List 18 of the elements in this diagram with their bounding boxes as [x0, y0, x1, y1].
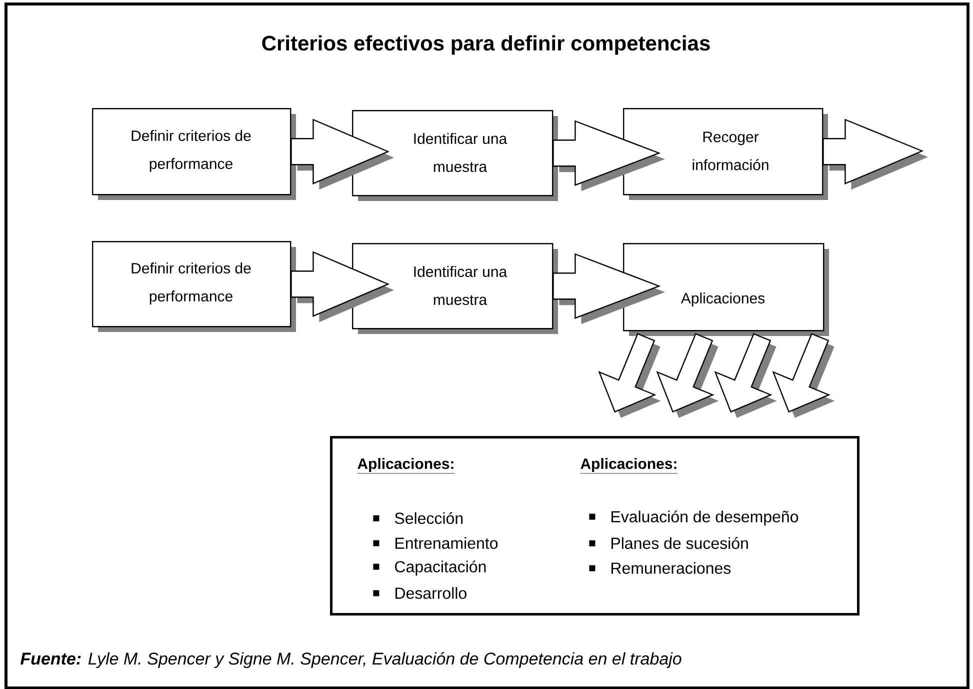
process-box: Identificar una muestra [352, 243, 558, 334]
block-arrow [552, 253, 665, 324]
block-arrow [290, 118, 394, 190]
process-box: Definir criterios de performance [92, 241, 296, 332]
process-box: Recoger información [623, 108, 828, 200]
process-box: Identificar una muestra [352, 110, 558, 201]
block-arrow [772, 333, 835, 418]
block-arrow [290, 251, 394, 322]
block-arrow [598, 333, 661, 418]
block-arrow [656, 333, 719, 418]
process-box: Definir criterios de performance [92, 108, 296, 200]
source-note: Fuente: Lyle M. Spencer y Signe M. Spencer, Evaluación de Competencia en el trabajo [20, 652, 682, 668]
title: Criterios efectivos para definir competencias [262, 35, 710, 55]
block-arrow [822, 118, 928, 190]
process-box: Aplicaciones [623, 243, 829, 336]
block-arrow [714, 333, 777, 418]
block-arrow [552, 120, 665, 192]
list-box: Aplicaciones: Selección Entrenamiento Capacitación Desarrollo Aplicaciones: Evaluación de desempeño Planes de sucesión Remuneraciones [330, 436, 860, 616]
